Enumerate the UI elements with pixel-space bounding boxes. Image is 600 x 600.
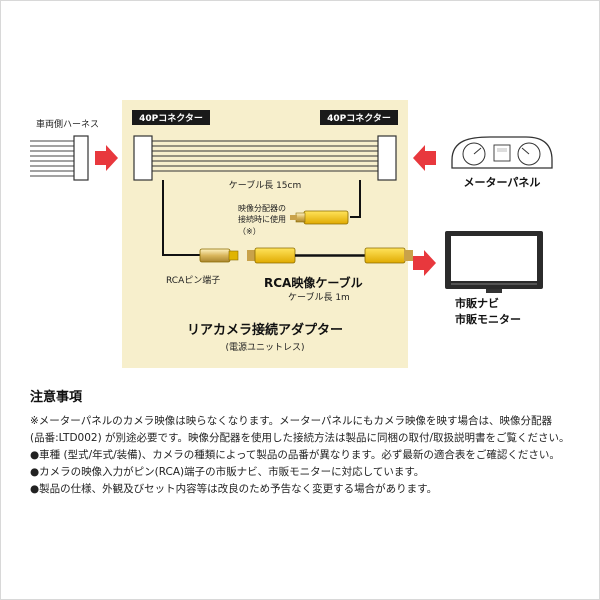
rca-branch-wire <box>162 180 202 256</box>
connector-label-left-bg <box>132 110 210 125</box>
rca-cable-length-label: ケーブル長 1m <box>288 291 350 303</box>
splitter-note-line2: 接続時に使用 <box>238 214 286 224</box>
splitter-note-line1: 映像分配器の <box>238 203 286 213</box>
notes-title: 注意事項 <box>30 390 83 405</box>
vehicle-harness-connector <box>73 135 89 181</box>
adapter-subtitle: (電源ユニットレス) <box>225 342 304 353</box>
splitter-note-line3: （※） <box>238 227 261 236</box>
connector-label-left: 40Pコネクター <box>139 112 203 124</box>
vehicle-harness-label: 車両側ハーネス <box>36 118 99 130</box>
connector-left <box>133 135 153 181</box>
note-line: ●製品の仕様、外観及びセット内容等は改良のため予告なく変更する場合があります。 <box>30 483 438 495</box>
cable-length-label: ケーブル長 15cm <box>229 179 302 191</box>
note-line: ●カメラの映像入力がピン(RCA)端子の市販ナビ、市販モニターに対応しています。 <box>30 466 425 478</box>
monitor-label: 市販モニター <box>455 312 521 326</box>
splitter-branch-wire <box>350 180 361 218</box>
rca-video-cable <box>247 247 413 264</box>
connector-label-right-bg <box>320 110 398 125</box>
splitter-rca-plug <box>290 210 349 225</box>
connection-diagram: 車両側ハーネス 40Pコネクター 40Pコネクター ケーブル長 15cm 映像分… <box>30 100 553 368</box>
rca-cable-label: RCA映像ケーブル <box>264 275 363 290</box>
note-line: (品番:LTD002) が別途必要です。映像分配器を使用した接続方法は製品に同梱… <box>30 432 570 444</box>
adapter-title: リアカメラ接続アダプター <box>187 322 343 338</box>
connector-label-right: 40Pコネクター <box>327 112 391 124</box>
flat-cable-wires <box>152 140 378 172</box>
navi-label: 市販ナビ <box>455 296 499 310</box>
monitor-icon <box>445 231 543 293</box>
arrow-right-icon <box>413 250 436 276</box>
arrow-right-icon <box>95 145 118 171</box>
vehicle-harness-wires <box>30 140 74 177</box>
connector-right <box>377 135 397 181</box>
rca-pin-terminal <box>199 248 239 263</box>
note-line: ※メーターパネルのカメラ映像は映らなくなります。メーターパネルにもカメラ映像を映… <box>30 415 553 427</box>
meter-panel-icon <box>451 136 553 169</box>
meter-panel-label: メーターパネル <box>464 176 541 189</box>
rca-pin-label: RCAピン端子 <box>166 274 220 286</box>
note-line: ●車種 (型式/年式/装備)、カメラの種類によって製品の品番が異なります。必ず最… <box>30 449 560 461</box>
adapter-panel <box>122 100 408 368</box>
notes-section: 注意事項 ※メーターパネルのカメラ映像は映らなくなります。メーターパネルにもカメ… <box>30 386 590 498</box>
arrow-left-icon <box>413 145 436 171</box>
